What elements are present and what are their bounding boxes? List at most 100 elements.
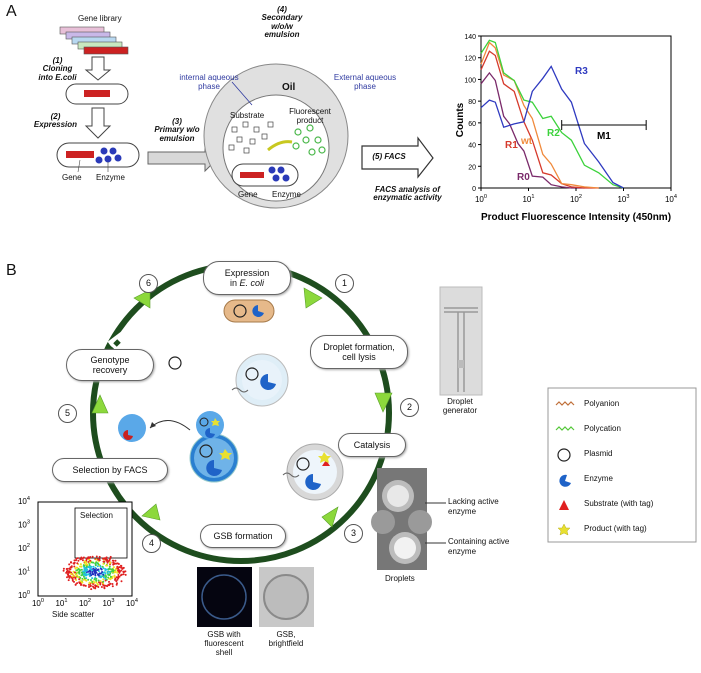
enzyme-icon xyxy=(559,474,571,487)
gene-library-icon xyxy=(59,26,129,55)
cycle-arrows xyxy=(91,287,393,528)
scatter-x-tick-label: 104 xyxy=(126,598,138,608)
y-tick-label: 60 xyxy=(468,121,476,128)
facs-arrow xyxy=(361,136,434,179)
series-label-R1: R1 xyxy=(505,140,518,151)
panel-a-label: A xyxy=(6,3,17,20)
oil-label: Oil xyxy=(282,82,296,93)
y-tick-label: 20 xyxy=(468,164,476,171)
facs-analysis-label: FACS analysis of enzymatic activity xyxy=(373,185,442,203)
step3-label: (3) Primary w/o emulsion xyxy=(154,117,200,143)
gsb-formation-pill: GSB formation xyxy=(200,524,286,548)
scatter-y-tick-label: 102 xyxy=(18,543,30,553)
droplet-formation-pill: Droplet formation, cell lysis xyxy=(310,335,408,369)
substrate-icon xyxy=(228,121,274,154)
legend-enzyme: Enzyme xyxy=(584,474,613,483)
expression-line1: Expression xyxy=(224,267,270,278)
series-line-R3 xyxy=(480,65,624,189)
y-tick-label: 40 xyxy=(468,143,476,150)
x-tick-label: 102 xyxy=(570,194,582,204)
catalysis-pill: Catalysis xyxy=(338,433,406,457)
droplet-generator-image xyxy=(439,286,483,396)
y-tick-label: 100 xyxy=(464,77,476,84)
arrow-down-1 xyxy=(84,56,112,81)
step-5-number: 5 xyxy=(58,404,77,423)
step-2-number: 2 xyxy=(400,398,419,417)
series-label-R0: R0 xyxy=(517,172,530,183)
internal-phase-label: internal aqueous phase xyxy=(179,73,239,92)
legend-substrate: Substrate (with tag) xyxy=(584,499,654,508)
step-3-number: 3 xyxy=(344,524,363,543)
gene-label-2: Gene xyxy=(238,190,258,199)
scatter-x-tick-label: 100 xyxy=(32,598,44,608)
plasmid-icon xyxy=(557,448,571,462)
y-tick-label: 80 xyxy=(468,99,476,106)
series-line-R1 xyxy=(480,50,599,189)
x-tick-label: 100 xyxy=(475,194,487,204)
gene-library-label: Gene library xyxy=(78,14,122,23)
legend-plasmid: Plasmid xyxy=(584,449,613,458)
panel-b-label: B xyxy=(6,262,17,279)
expression-pill: Expression in E. coli xyxy=(203,261,291,295)
y-tick-label: 120 xyxy=(464,56,476,63)
droplets-label: Droplets xyxy=(385,574,415,583)
y-tick-label: 0 xyxy=(472,186,476,193)
gsb-brightfield-label: GSB, brightfield xyxy=(268,630,304,649)
arrow-down-2 xyxy=(84,107,112,139)
scatter-x-tick-label: 102 xyxy=(79,598,91,608)
side-scatter-label: Side scatter xyxy=(52,610,95,619)
gene-label: Gene xyxy=(62,173,82,182)
enzyme-label: Enzyme xyxy=(96,173,125,182)
external-phase-label: External aqueous phase xyxy=(333,73,397,92)
step1-label: (1) Cloning into E.coli xyxy=(38,56,77,82)
scatter-x-tick-label: 101 xyxy=(55,598,67,608)
gsb-fluorescent-image xyxy=(197,567,252,627)
recovered-plasmid-icon xyxy=(168,356,182,370)
x-tick-label: 101 xyxy=(522,194,534,204)
fluorescent-product-label: Fluorescent product xyxy=(289,107,331,125)
expression-line2-pre: in xyxy=(229,278,240,288)
step-4-number: 4 xyxy=(142,534,161,553)
lacking-active-label: Lacking active enzyme xyxy=(448,497,499,516)
selection-gate-label: Selection xyxy=(80,511,113,520)
y-tick-label: 140 xyxy=(464,34,476,41)
polyanion-icon xyxy=(555,401,575,406)
panel-a-diagram xyxy=(56,26,434,209)
scatter-y-tick-label: 103 xyxy=(18,520,30,530)
series-label-R2: R2 xyxy=(547,128,560,139)
gate-label: M1 xyxy=(597,131,611,142)
facs-label: (5) FACS xyxy=(372,152,406,161)
polycation-icon xyxy=(555,426,575,431)
scatter-x-tick-label: 103 xyxy=(102,598,114,608)
expression-line2-it: E. coli xyxy=(239,278,265,288)
step2-label: (2) Expression xyxy=(33,112,78,130)
step4-label: (4) Secondary w/o/w emulsion xyxy=(261,5,303,40)
genotype-recovery-pill: Genotype recovery xyxy=(66,349,154,381)
substrate-label: Substrate xyxy=(230,111,265,120)
product-icon xyxy=(557,523,571,536)
containing-active-label: Containing active enzyme xyxy=(448,537,510,556)
step-1-number: 1 xyxy=(335,274,354,293)
series-label-R3: R3 xyxy=(575,66,588,77)
scatter-y-tick-label: 104 xyxy=(18,496,30,506)
scatter-y-tick-label: 100 xyxy=(18,590,30,600)
gsb-fluorescent-label: GSB with fluorescent shell xyxy=(204,630,244,658)
series-line-R2 xyxy=(480,39,624,189)
x-tick-label: 103 xyxy=(617,194,629,204)
legend-polycation: Polycation xyxy=(584,424,621,433)
histogram-frame xyxy=(480,35,672,189)
series-line-wt xyxy=(480,41,599,189)
x-tick-label: 104 xyxy=(665,194,677,204)
series-line-R0 xyxy=(480,71,585,189)
enzyme-label-2: Enzyme xyxy=(272,190,301,199)
legend-product: Product (with tag) xyxy=(584,524,647,533)
y-axis-label: Counts xyxy=(455,102,466,137)
legend-box xyxy=(547,387,697,543)
droplet-generator-label: Droplet generator xyxy=(442,397,478,416)
ecoli-cell-icon xyxy=(223,299,275,323)
selection-facs-pill: Selection by FACS xyxy=(52,458,168,482)
fluorescent-product-icon xyxy=(292,124,326,156)
x-axis-label: Product Fluorescence Intensity (450nm) xyxy=(481,212,671,223)
